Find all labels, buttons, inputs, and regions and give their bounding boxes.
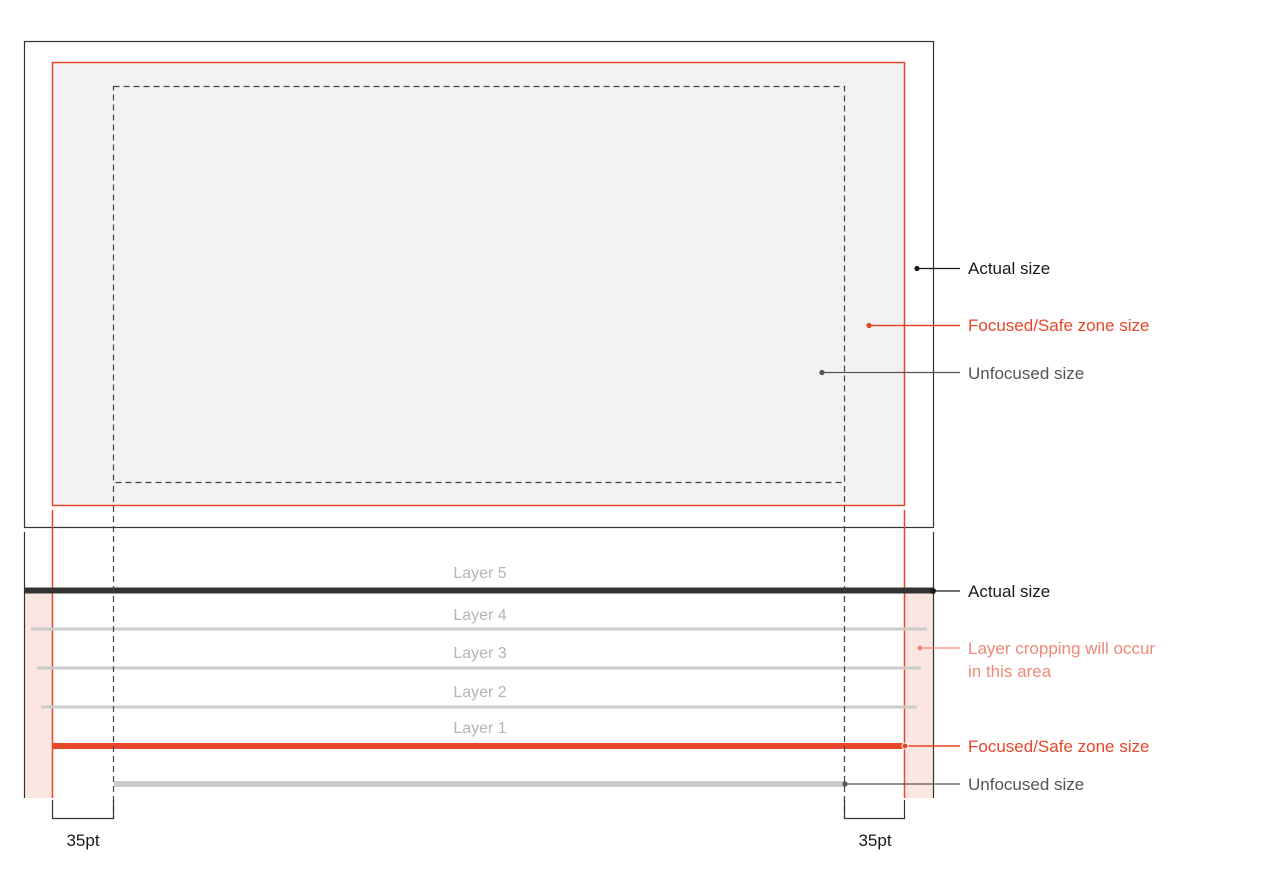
layers-focused-size-leader [901, 742, 960, 750]
left-inset-label: 35pt [66, 831, 99, 850]
layer-2-label: Layer 2 [453, 684, 506, 701]
crop-area-leader [917, 645, 960, 651]
focused-safe-zone-frame [51, 61, 906, 507]
layers-focused-size-label: Focused/Safe zone size [968, 737, 1149, 756]
unfocused-size-leader [819, 369, 960, 376]
crop-zone-right [904, 593, 934, 798]
layers-unfocused-size-leader [842, 781, 960, 787]
layer-5-label: Layer 5 [453, 565, 506, 582]
layers-unfocused-size-label: Unfocused size [968, 775, 1084, 794]
right-inset-label: 35pt [858, 831, 891, 850]
layer-3-label: Layer 3 [453, 645, 506, 662]
layers-actual-size-label: Actual size [968, 582, 1050, 601]
top-actual-size-label: Actual size [968, 259, 1050, 278]
top-unfocused-size-label: Unfocused size [968, 364, 1084, 383]
layers-actual-size-leader [930, 588, 960, 594]
actual-size-leader [914, 265, 960, 272]
crop-area-label-line1: Layer cropping will occur [968, 639, 1155, 658]
layer-4-label: Layer 4 [453, 607, 506, 624]
crop-area-label-line2: in this area [968, 662, 1052, 681]
top-focused-size-label: Focused/Safe zone size [968, 316, 1149, 335]
focused-size-leader [866, 322, 960, 329]
right-inset-bracket [843, 800, 906, 820]
layer-1-label: Layer 1 [453, 720, 506, 737]
crop-zone-left [24, 593, 53, 798]
unfocused-size-frame [112, 85, 846, 484]
left-inset-bracket [51, 800, 115, 820]
